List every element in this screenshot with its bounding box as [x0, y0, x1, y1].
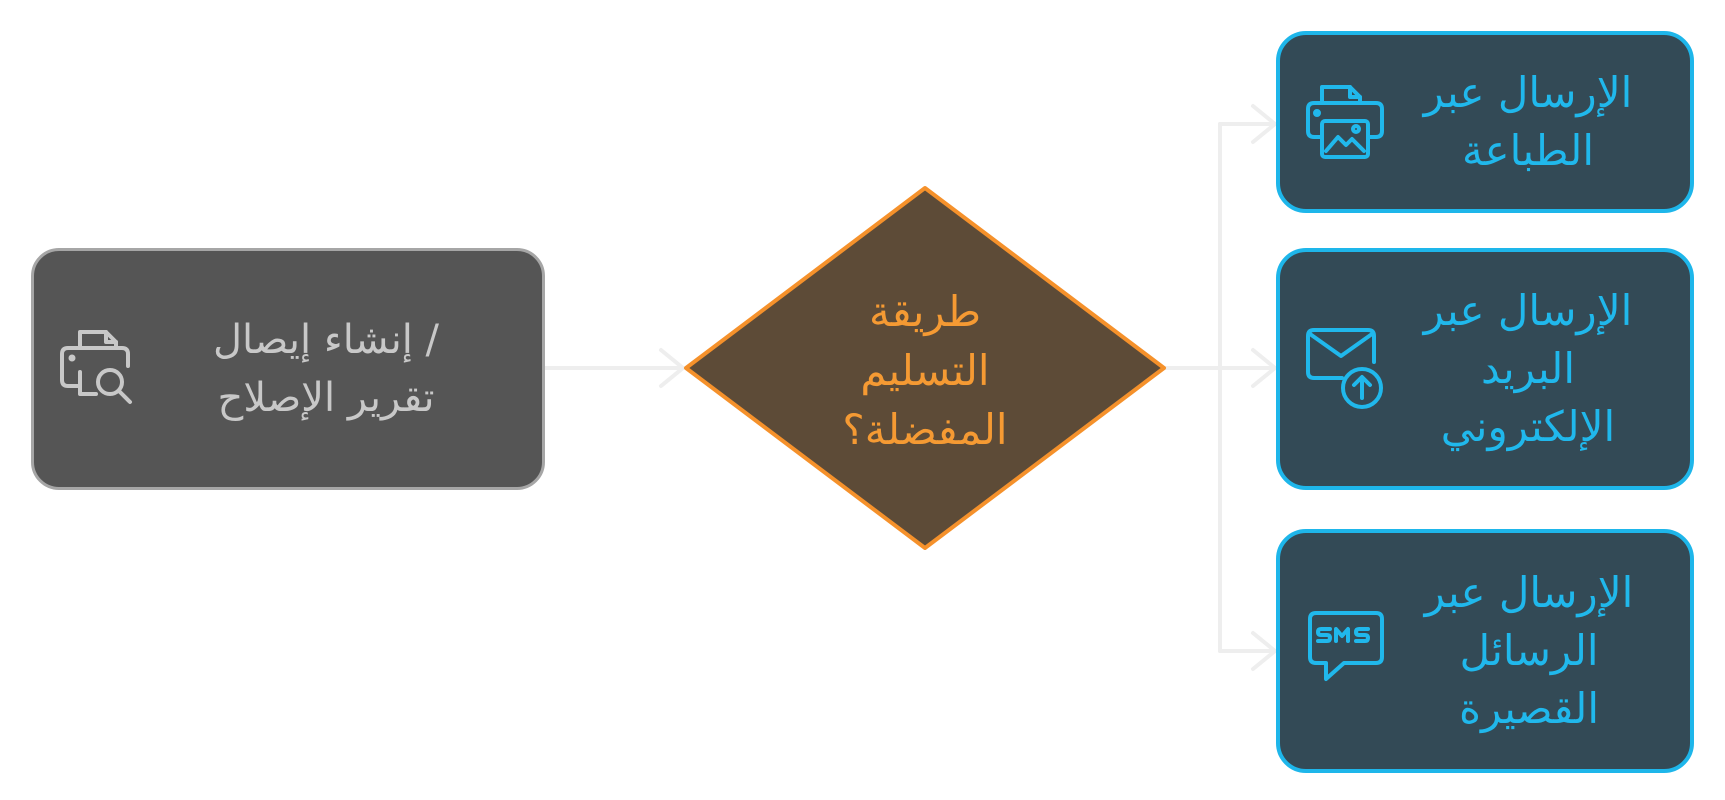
- decision-label-line2: التسليم: [860, 346, 990, 395]
- email-upload-icon: [1304, 328, 1386, 410]
- printer-image-icon: [1304, 81, 1386, 163]
- target-node-sms: الإرسال عبر الرسائل القصيرة: [1276, 529, 1694, 773]
- decision-label-line3: المفضلة؟: [842, 405, 1008, 454]
- target-node-sms-line3: القصيرة: [1459, 684, 1599, 733]
- decision-label-line1: طريقة: [868, 287, 982, 336]
- target-node-email-line3: الإلكتروني: [1440, 402, 1616, 451]
- target-node-print-line1: الإرسال عبر: [1423, 68, 1633, 117]
- arrowhead-sms: [1251, 631, 1277, 671]
- target-node-email: الإرسال عبر البريد الإلكتروني: [1276, 248, 1694, 490]
- target-node-print-label: الإرسال عبر الطباعة: [1386, 64, 1670, 180]
- target-node-email-line2: البريد: [1480, 344, 1576, 393]
- target-node-email-line1: الإرسال عبر: [1423, 286, 1633, 335]
- arrowhead-decision: [659, 348, 685, 388]
- source-node: / إنشاء إيصال تقرير الإصلاح: [31, 248, 545, 490]
- target-node-sms-label: الإرسال عبر الرسائل القصيرة: [1388, 564, 1670, 738]
- target-node-sms-line2: الرسائل: [1459, 626, 1599, 675]
- printer-search-icon: [58, 326, 138, 412]
- source-node-label-line1: / إنشاء إيصال: [212, 317, 439, 363]
- source-node-label: / إنشاء إيصال تقرير الإصلاح: [138, 311, 514, 427]
- decision-label: طريقة التسليم المفضلة؟: [780, 282, 1070, 458]
- target-node-print: الإرسال عبر الطباعة: [1276, 31, 1694, 213]
- decision-diamond: [684, 186, 1166, 550]
- arrowhead-print: [1251, 104, 1277, 144]
- source-node-label-line2: تقرير الإصلاح: [217, 375, 435, 421]
- arrowhead-email: [1251, 348, 1277, 388]
- target-node-sms-line1: الإرسال عبر: [1424, 568, 1634, 617]
- target-node-print-line2: الطباعة: [1462, 126, 1594, 175]
- sms-icon: [1304, 609, 1388, 693]
- target-node-email-label: الإرسال عبر البريد الإلكتروني: [1386, 282, 1670, 456]
